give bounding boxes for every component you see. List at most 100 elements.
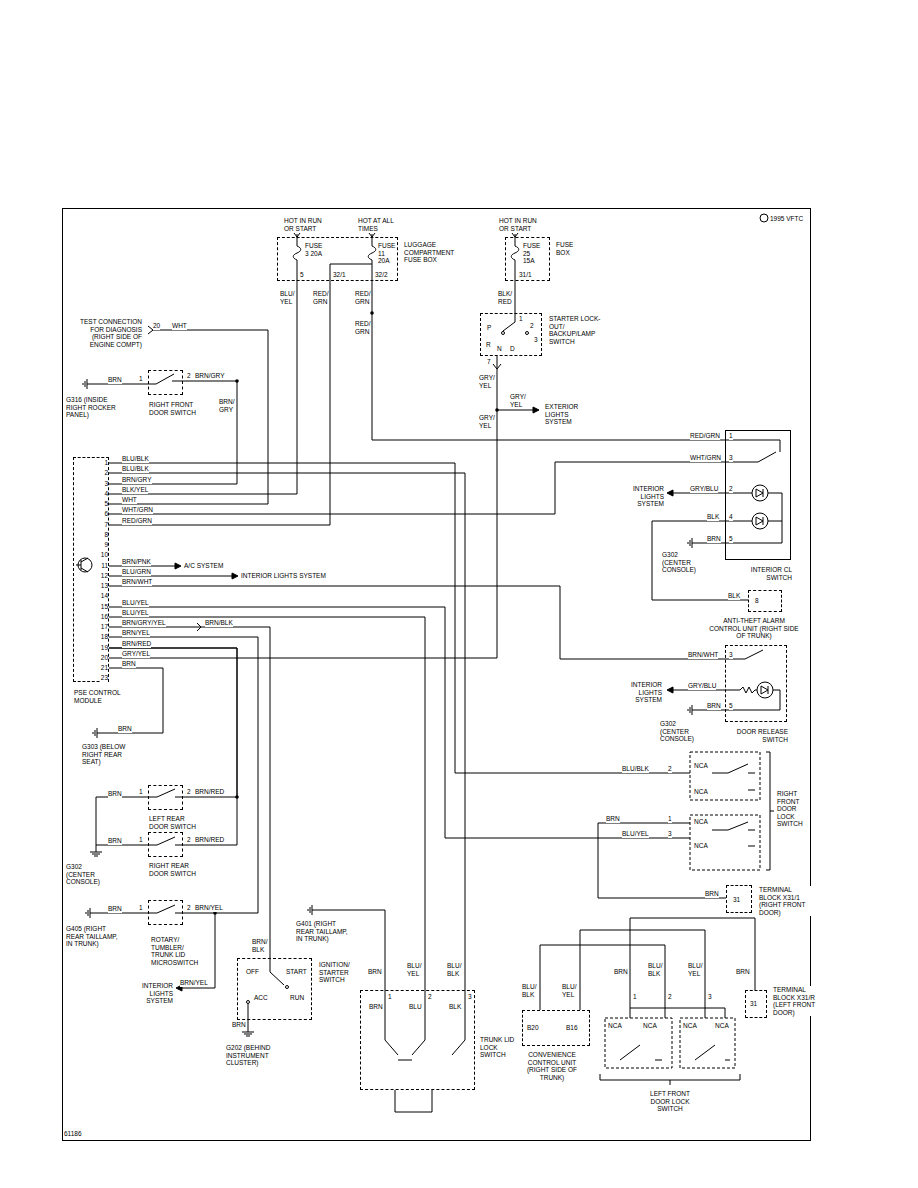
annotation-label: BRN bbox=[707, 702, 721, 710]
annotation-label: BRN/BLK bbox=[205, 619, 233, 627]
annotation-label: BLU bbox=[409, 1003, 422, 1011]
annotation-label: G303 (BELOW RIGHT REAR SEAT) bbox=[82, 743, 134, 766]
annotation-label: 2 bbox=[187, 904, 191, 912]
annotation-label: GRY/YEL bbox=[122, 650, 150, 658]
wire bbox=[109, 617, 425, 990]
annotation-label: BRN bbox=[108, 376, 122, 384]
wire bbox=[515, 281, 516, 313]
annotation-label: 2 bbox=[100, 469, 108, 477]
annotation-label: WHT/GRN bbox=[122, 506, 153, 514]
component-text: CONVENIENCE CONTROL UNIT (RIGHT SIDE OF … bbox=[521, 1051, 583, 1081]
annotation-label: BRN/RED bbox=[195, 836, 224, 844]
annotation-label: 1995 VFTC bbox=[770, 215, 803, 223]
annotation-label: 3 bbox=[729, 454, 733, 462]
annotation-label: 20 bbox=[100, 654, 108, 662]
component-text: ROTARY/ TUMBLER/ TRUNK LID MICROSWITCH bbox=[151, 936, 203, 966]
annotation-label: 31/1 bbox=[519, 271, 532, 279]
annotation-label: 3 bbox=[468, 993, 472, 1001]
annotation-label: BRN bbox=[368, 968, 382, 976]
component-text: PSE CONTROL MODULE bbox=[74, 689, 124, 704]
annotation-label: GRY/BLU bbox=[690, 485, 718, 493]
annotation-label: BLU/ BLK bbox=[648, 962, 662, 977]
annotation-label: 1 bbox=[139, 375, 143, 383]
annotation-label: 5 bbox=[100, 500, 108, 508]
annotation-label: 2 bbox=[668, 993, 672, 1001]
component-box: RIGHT FRONT DOOR LOCK SWITCH bbox=[665, 748, 765, 873]
annotation-label: 2 bbox=[668, 765, 672, 773]
component-box: DOOR RELEASE SWITCH bbox=[725, 645, 787, 722]
annotation-label: OFF bbox=[246, 968, 259, 976]
component-text: FUSE 25 15A bbox=[523, 242, 540, 265]
annotation-label: BRN/ BLK bbox=[252, 938, 268, 953]
annotation-label: 31 bbox=[733, 896, 740, 904]
wire bbox=[109, 356, 497, 658]
annotation-label: 17 bbox=[100, 623, 108, 631]
annotation-label: 1 bbox=[519, 315, 523, 323]
component-text: FUSE 11 20A bbox=[378, 242, 395, 265]
annotation-label: BRN bbox=[122, 660, 136, 668]
wire bbox=[598, 823, 726, 898]
component-text: HOT AT ALL TIMES bbox=[358, 217, 394, 232]
component-text: IGNITION/ STARTER SWITCH bbox=[319, 961, 359, 984]
annotation-label: BRN/RED bbox=[195, 788, 224, 796]
component-text: DOOR RELEASE SWITCH bbox=[736, 728, 788, 743]
wire bbox=[109, 463, 665, 773]
annotation-label: 7 bbox=[100, 521, 108, 529]
annotation-label: 20 bbox=[153, 322, 160, 330]
annotation-label: GRY/ YEL bbox=[479, 374, 495, 389]
annotation-label: G302 (CENTER CONSOLE) bbox=[660, 720, 705, 743]
annotation-label: 21 bbox=[100, 664, 108, 672]
annotation-label: G316 (INSIDE RIGHT ROCKER PANEL) bbox=[66, 396, 122, 419]
annotation-label: BRN bbox=[108, 905, 122, 913]
annotation-label: 2 bbox=[729, 485, 733, 493]
annotation-label: NCA bbox=[694, 762, 708, 770]
annotation-label: 2 bbox=[187, 372, 191, 380]
annotation-label: 2 bbox=[428, 993, 432, 1001]
annotation-label: INTERIOR LIGHTS SYSTEM bbox=[628, 485, 664, 508]
annotation-label: BRN bbox=[369, 1003, 383, 1011]
annotation-label: GRY/ YEL bbox=[510, 393, 526, 408]
annotation-label: BRN bbox=[614, 968, 628, 976]
annotation-label: 32/2 bbox=[375, 271, 388, 279]
annotation-label: 1 bbox=[139, 836, 143, 844]
annotation-label: INTERIOR LIGHTS SYSTEM bbox=[241, 572, 326, 580]
annotation-label: EXTERIOR LIGHTS SYSTEM bbox=[545, 403, 581, 426]
annotation-label: BRN/WHT bbox=[688, 651, 718, 659]
wire bbox=[109, 648, 237, 797]
annotation-label: 5 bbox=[729, 535, 733, 543]
wire bbox=[109, 281, 330, 525]
annotation-label: 7 bbox=[487, 358, 491, 366]
annotation-label: BRN/YEL bbox=[195, 904, 223, 912]
annotation-label: 10 bbox=[100, 551, 108, 559]
component-text: RIGHT REAR DOOR SWITCH bbox=[149, 862, 197, 877]
annotation-label: NCA bbox=[683, 1022, 697, 1030]
annotation-label: RED/GRN bbox=[122, 517, 152, 525]
wire bbox=[109, 462, 725, 514]
annotation-label: RED/ GRN bbox=[313, 290, 329, 305]
component-box: LEFT FRONT DOOR LOCK SWITCH bbox=[600, 990, 740, 1078]
annotation-label: 1 bbox=[388, 993, 392, 1001]
annotation-label: BLU/ YEL bbox=[562, 983, 576, 998]
annotation-label: BLU/ YEL bbox=[407, 962, 421, 977]
wire bbox=[652, 521, 748, 600]
annotation-label: BRN bbox=[232, 1021, 246, 1029]
annotation-label: BRN bbox=[707, 535, 721, 543]
component-text: STARTER LOCK-OUT/ BACKUP/LAMP SWITCH bbox=[549, 315, 601, 345]
annotation-label: 1 bbox=[139, 788, 143, 796]
annotation-label: WHT/GRN bbox=[690, 454, 721, 462]
annotation-label: 6 bbox=[100, 510, 108, 518]
annotation-label: 5 bbox=[300, 271, 304, 279]
annotation-label: 16 bbox=[100, 613, 108, 621]
component-text: ANTI-THEFT ALARM CONTROL UNIT (RIGHT SID… bbox=[709, 617, 799, 640]
annotation-label: BRN bbox=[118, 725, 132, 733]
annotation-label: 1 bbox=[668, 815, 672, 823]
annotation-label: 15 bbox=[100, 603, 108, 611]
wire bbox=[540, 945, 665, 1010]
annotation-label: BLU/ BLK bbox=[447, 962, 461, 977]
annotation-label: NCA bbox=[608, 1022, 622, 1030]
annotation-label: BLK bbox=[728, 592, 740, 600]
component-box: INTERIOR CL SWITCH bbox=[725, 430, 791, 560]
annotation-label: 3 bbox=[729, 651, 733, 659]
component-box: LEFT REAR DOOR SWITCH bbox=[148, 785, 183, 810]
annotation-label: BRN bbox=[736, 968, 750, 976]
